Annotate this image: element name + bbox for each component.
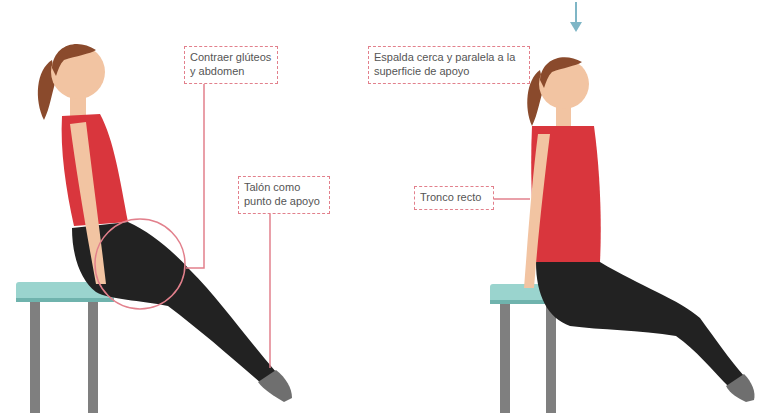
hair xyxy=(540,57,582,88)
woman-left xyxy=(38,44,292,402)
leggings xyxy=(536,262,744,388)
callout-box: Espalda cerca y paralela a la superficie… xyxy=(368,46,530,84)
bench-leg xyxy=(546,302,556,413)
callout-box: Talón como punto de apoyo xyxy=(238,176,330,214)
hair xyxy=(52,44,96,76)
bench-leg xyxy=(500,302,510,413)
callout-text: Espalda cerca y paralela a la superficie… xyxy=(374,51,524,79)
leader-line xyxy=(186,80,204,268)
head xyxy=(51,45,105,99)
shoe xyxy=(726,374,755,402)
woman-right xyxy=(524,57,755,402)
bench-leg xyxy=(30,300,40,413)
arrow-shaft xyxy=(575,2,577,24)
callout-text: Talón como punto de apoyo xyxy=(244,181,324,209)
arrow-head xyxy=(570,22,582,32)
callout-text: Contraer glúteos y abdomen xyxy=(190,51,272,79)
bench-left xyxy=(16,282,114,413)
callout-box: Tronco recto xyxy=(414,186,494,210)
leggings xyxy=(72,222,276,384)
callout-text: Tronco recto xyxy=(420,191,488,205)
movement-arrow xyxy=(570,2,582,32)
arm xyxy=(524,134,550,288)
callout-box: Contraer glúteos y abdomen xyxy=(184,46,278,84)
bench-seat-edge xyxy=(16,298,114,302)
arm xyxy=(70,122,106,284)
bench-leg xyxy=(88,300,98,413)
leader-line xyxy=(269,200,271,368)
hip-highlight xyxy=(95,219,185,309)
shoe xyxy=(258,370,292,402)
